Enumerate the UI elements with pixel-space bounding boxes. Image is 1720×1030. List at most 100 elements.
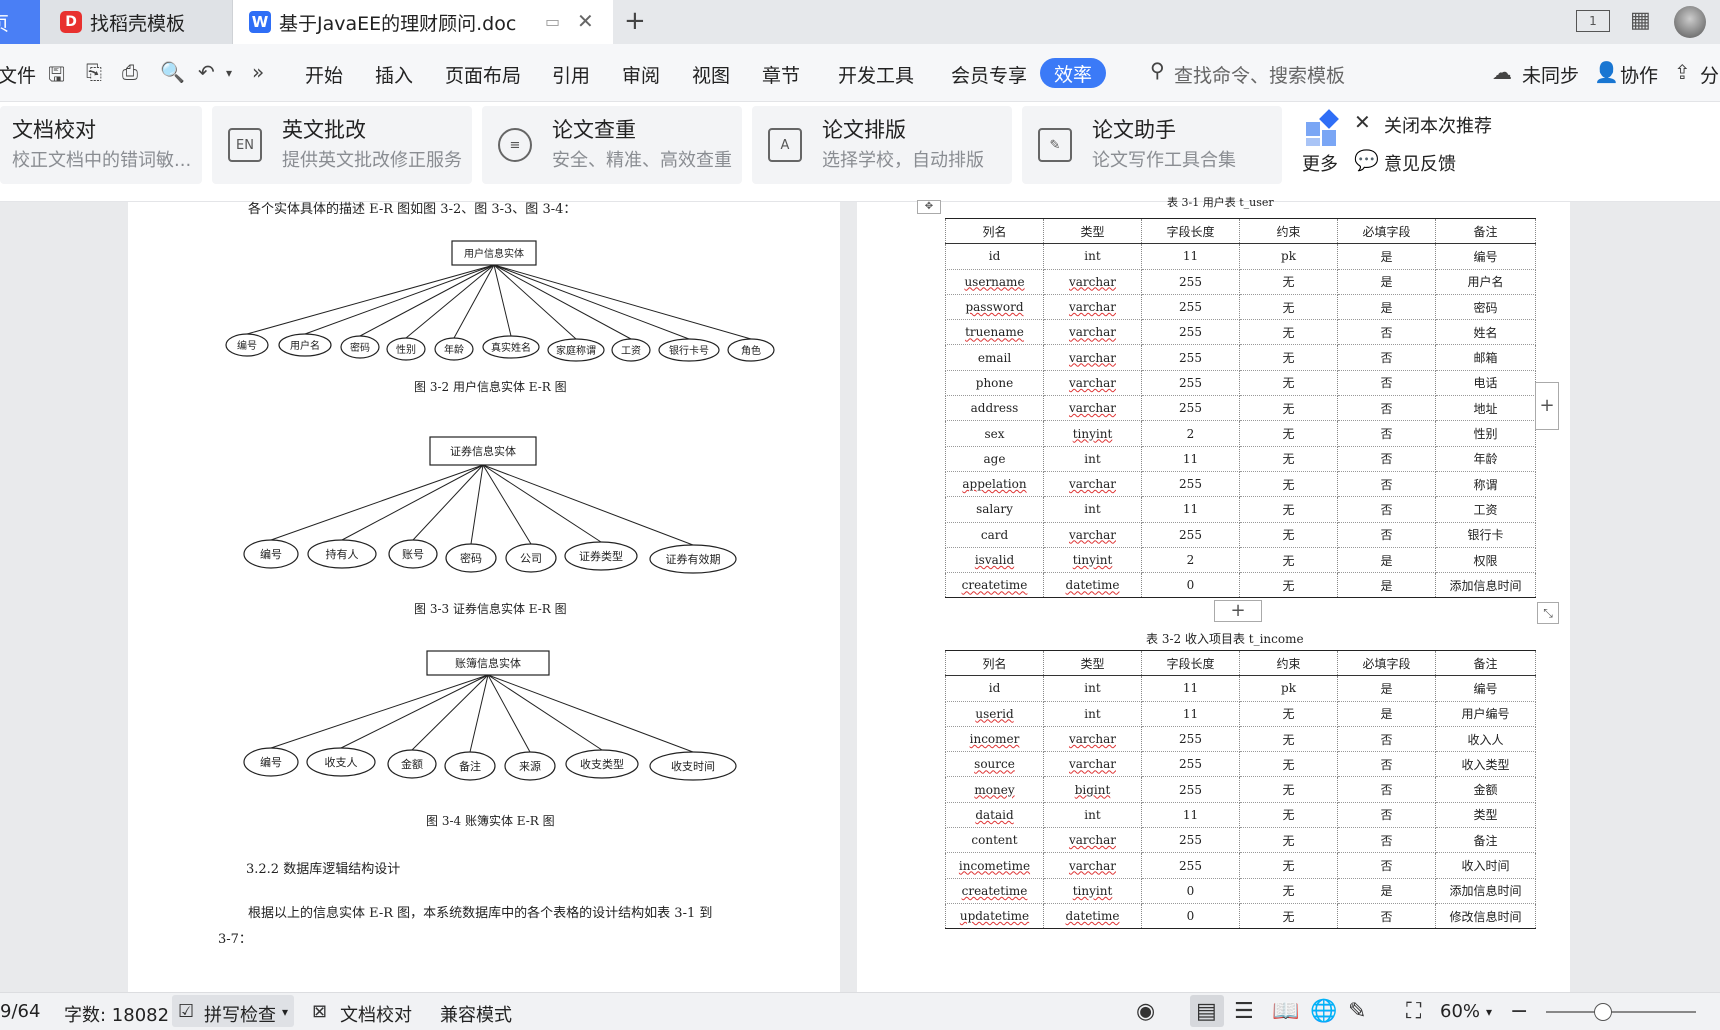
- table-cell[interactable]: sex: [945, 420, 1044, 447]
- table-cell[interactable]: 无: [1239, 572, 1338, 599]
- table-cell[interactable]: 否: [1337, 370, 1436, 397]
- pin-window-icon[interactable]: ▭: [545, 12, 561, 31]
- window-layout-icon[interactable]: 1: [1576, 10, 1610, 32]
- table-cell[interactable]: varchar: [1043, 726, 1142, 753]
- table-cell[interactable]: 是: [1337, 294, 1436, 321]
- table-cell[interactable]: address: [945, 395, 1044, 422]
- table-cell[interactable]: 电话: [1435, 370, 1536, 397]
- table-cell[interactable]: 收入时间: [1435, 852, 1536, 879]
- table-cell[interactable]: pk: [1239, 675, 1338, 702]
- table-cell[interactable]: 用户编号: [1435, 701, 1536, 727]
- table-cell[interactable]: age: [945, 446, 1044, 472]
- feature-card-layout[interactable]: A 论文排版 选择学校，自动排版: [752, 106, 1012, 184]
- proofread-button[interactable]: 文档校对: [340, 1005, 412, 1026]
- table-cell[interactable]: 备注: [1435, 827, 1536, 854]
- table-cell[interactable]: int: [1043, 675, 1142, 702]
- table-cell[interactable]: 无: [1239, 827, 1338, 854]
- table-header-cell[interactable]: 约束: [1239, 218, 1338, 245]
- table-cell[interactable]: 255: [1141, 319, 1240, 346]
- table-cell[interactable]: 否: [1337, 471, 1436, 498]
- table-cell[interactable]: 是: [1337, 572, 1436, 599]
- table-cell[interactable]: 年龄: [1435, 446, 1536, 472]
- tab-home[interactable]: 页: [0, 0, 40, 44]
- web-view-icon[interactable]: 🌐: [1310, 999, 1338, 1024]
- print-preview-icon[interactable]: 🔍: [160, 60, 185, 84]
- table-cell[interactable]: source: [945, 751, 1044, 778]
- table-cell[interactable]: 姓名: [1435, 319, 1536, 346]
- table-cell[interactable]: 地址: [1435, 395, 1536, 422]
- table-cell[interactable]: tinyint: [1043, 878, 1142, 904]
- table-cell[interactable]: 无: [1239, 294, 1338, 321]
- table-cell[interactable]: isvalid: [945, 547, 1044, 574]
- table-cell[interactable]: 11: [1141, 802, 1240, 829]
- print-icon[interactable]: ⎙: [122, 60, 138, 84]
- menu-insert[interactable]: 插入: [375, 65, 414, 87]
- table-cell[interactable]: 0: [1141, 572, 1240, 599]
- table-cell[interactable]: 否: [1337, 827, 1436, 854]
- table-cell[interactable]: 添加信息时间: [1435, 572, 1536, 599]
- table-cell[interactable]: 否: [1337, 726, 1436, 753]
- table-cell[interactable]: userid: [945, 701, 1044, 727]
- feature-card-assistant[interactable]: ✎ 论文助手 论文写作工具合集: [1022, 106, 1282, 184]
- table-header-cell[interactable]: 必填字段: [1337, 650, 1436, 677]
- table-cell[interactable]: 称谓: [1435, 471, 1536, 498]
- feature-card-proofread[interactable]: 文档校对 校正文档中的错词敏...: [0, 106, 202, 184]
- table-cell[interactable]: 否: [1337, 802, 1436, 829]
- table-cell[interactable]: 是: [1337, 269, 1436, 295]
- table-cell[interactable]: varchar: [1043, 319, 1142, 346]
- table-cell[interactable]: 无: [1239, 420, 1338, 447]
- sync-status[interactable]: 未同步: [1522, 65, 1580, 87]
- table-header-cell[interactable]: 必填字段: [1337, 218, 1436, 245]
- more-quick-icon[interactable]: »: [252, 60, 265, 84]
- table-cell[interactable]: 255: [1141, 726, 1240, 753]
- menu-file[interactable]: 文件: [0, 65, 37, 87]
- menu-page-layout[interactable]: 页面布局: [445, 65, 522, 87]
- table-cell[interactable]: tinyint: [1043, 547, 1142, 574]
- table-cell[interactable]: 11: [1141, 496, 1240, 523]
- table-cell[interactable]: varchar: [1043, 294, 1142, 321]
- table-cell[interactable]: incomer: [945, 726, 1044, 753]
- table-cell[interactable]: 是: [1337, 675, 1436, 702]
- table-cell[interactable]: 255: [1141, 294, 1240, 321]
- table-cell[interactable]: 255: [1141, 269, 1240, 295]
- table-cell[interactable]: 否: [1337, 852, 1436, 879]
- table-cell[interactable]: 无: [1239, 547, 1338, 574]
- table-cell[interactable]: 工资: [1435, 496, 1536, 523]
- table-header-cell[interactable]: 列名: [945, 650, 1044, 677]
- feature-card-english[interactable]: EN 英文批改 提供英文批改修正服务: [212, 106, 472, 184]
- table-cell[interactable]: 是: [1337, 547, 1436, 574]
- feature-card-plagiarism[interactable]: ≡ 论文查重 安全、精准、高效查重: [482, 106, 742, 184]
- table-header-cell[interactable]: 字段长度: [1141, 218, 1240, 245]
- table-cell[interactable]: 无: [1239, 269, 1338, 295]
- table-cell[interactable]: 2: [1141, 547, 1240, 574]
- zoom-level[interactable]: 60%: [1440, 1001, 1481, 1022]
- table-cell[interactable]: 性别: [1435, 420, 1536, 447]
- table-cell[interactable]: truename: [945, 319, 1044, 346]
- table-header-cell[interactable]: 备注: [1435, 650, 1536, 677]
- new-tab-icon[interactable]: +: [624, 6, 646, 36]
- table-cell[interactable]: username: [945, 269, 1044, 295]
- menu-chapter[interactable]: 章节: [762, 65, 801, 87]
- table-cell[interactable]: tinyint: [1043, 420, 1142, 447]
- export-pdf-icon[interactable]: ⎘: [86, 60, 102, 84]
- table-cell[interactable]: 无: [1239, 878, 1338, 904]
- table-cell[interactable]: int: [1043, 446, 1142, 472]
- table-cell[interactable]: 邮箱: [1435, 344, 1536, 371]
- table-cell[interactable]: 255: [1141, 827, 1240, 854]
- page-view-icon[interactable]: ▤: [1196, 999, 1217, 1024]
- table-cell[interactable]: 是: [1337, 701, 1436, 727]
- table-cell[interactable]: 无: [1239, 522, 1338, 548]
- table-cell[interactable]: datetime: [1043, 903, 1142, 930]
- menu-start[interactable]: 开始: [305, 65, 344, 87]
- table-cell[interactable]: 无: [1239, 751, 1338, 778]
- save-icon[interactable]: 🖫: [48, 62, 66, 86]
- table-cell[interactable]: pk: [1239, 243, 1338, 270]
- table-cell[interactable]: varchar: [1043, 827, 1142, 854]
- table-cell[interactable]: id: [945, 675, 1044, 702]
- apps-grid-icon[interactable]: ▦: [1630, 8, 1651, 33]
- page-count[interactable]: 9/64: [0, 1001, 41, 1022]
- table-cell[interactable]: 11: [1141, 243, 1240, 270]
- table-cell[interactable]: 权限: [1435, 547, 1536, 574]
- table-cell[interactable]: varchar: [1043, 751, 1142, 778]
